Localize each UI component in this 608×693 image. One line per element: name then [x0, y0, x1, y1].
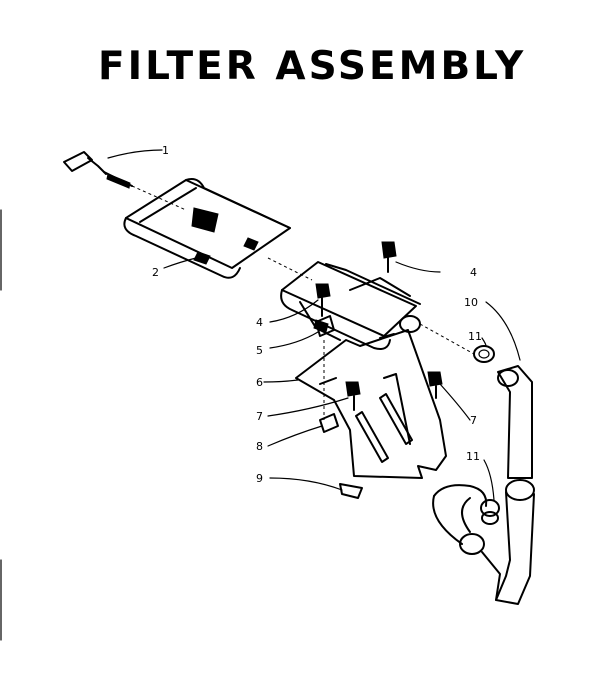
part-5-clip: [315, 315, 335, 337]
callout-7-right: 7: [470, 414, 477, 427]
callout-2: 2: [152, 266, 159, 279]
part-11-clamp-lower: [480, 499, 500, 525]
part-9-clip: [339, 483, 363, 499]
part-11-clamp-upper: [473, 345, 495, 363]
part-10-hose: [432, 365, 535, 605]
page-title: FILTER ASSEMBLY: [98, 44, 527, 89]
callout-5: 5: [256, 344, 263, 357]
part-7-screw-right: [427, 371, 443, 399]
callout-leaders: [107, 149, 521, 501]
callout-4-lower: 4: [256, 316, 263, 329]
callout-9: 9: [256, 472, 263, 485]
callout-4-upper: 4: [470, 266, 477, 279]
callout-11-upper: 11: [468, 330, 482, 343]
part-7-screw-left: [345, 381, 361, 411]
part-6-bracket: [295, 329, 447, 479]
callout-8: 8: [256, 440, 263, 453]
callout-7-left: 7: [256, 410, 263, 423]
callout-10: 10: [464, 296, 478, 309]
callout-6: 6: [256, 376, 263, 389]
part-4-screw-upper: [381, 241, 397, 273]
callout-11-lower: 11: [466, 450, 480, 463]
part-2-filter-cartridge: [123, 178, 313, 281]
callout-1: 1: [162, 144, 169, 157]
part-1-screw: [63, 151, 187, 211]
part-8-washer: [319, 413, 339, 433]
part-4-screw-lower: [315, 283, 331, 317]
